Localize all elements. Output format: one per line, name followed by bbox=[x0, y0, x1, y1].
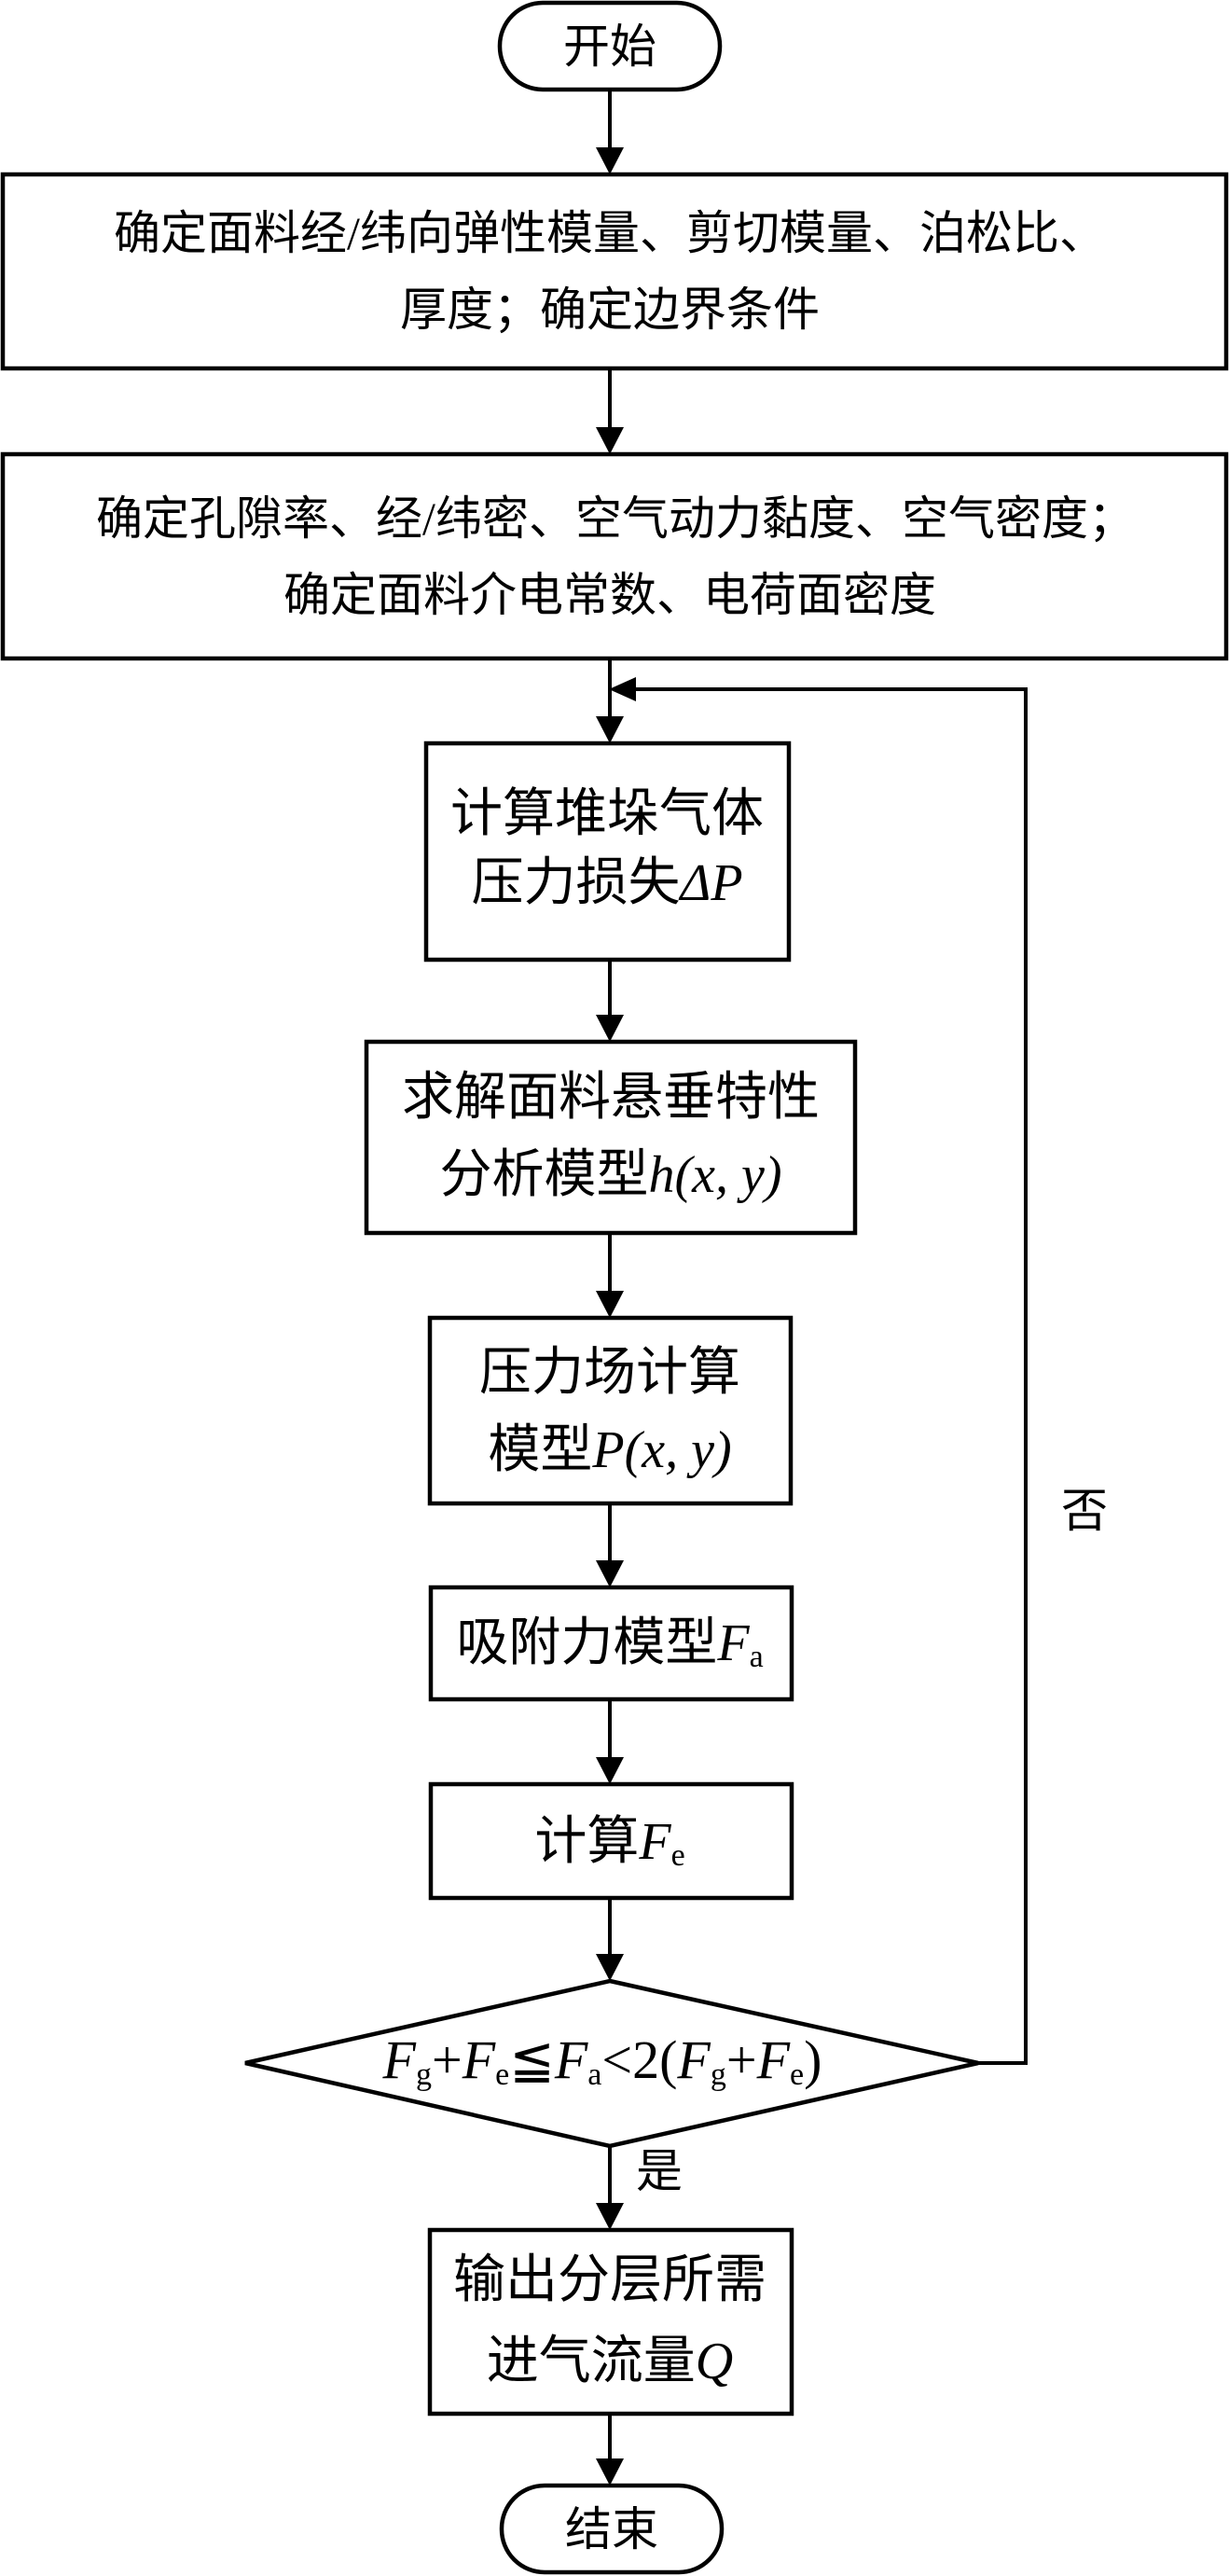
step-2-box: 确定孔隙率、经/纬密、空气动力黏度、空气密度； 确定面料介电常数、电荷面密度 bbox=[0, 451, 1229, 661]
step-5-line-1: 压力场计算 bbox=[479, 1344, 740, 1402]
no-label: 否 bbox=[1061, 1485, 1108, 1537]
step-1-line-2: 厚度；确定边界条件 bbox=[400, 284, 820, 336]
step-3-box: 计算堆垛气体 压力损失ΔP bbox=[423, 741, 792, 963]
step-7-shape bbox=[428, 1781, 794, 1901]
start-label: 开始 bbox=[563, 21, 656, 73]
step-7-math-sub: e bbox=[671, 1838, 685, 1873]
arrow-step3-to-step4 bbox=[596, 960, 624, 1042]
step-8-line-2: 进气流量Q bbox=[487, 2333, 733, 2390]
step-8-shape bbox=[427, 2227, 794, 2417]
step-5-line-2-text: 模型 bbox=[488, 1421, 592, 1479]
no-branch-loop: 否 bbox=[609, 677, 1108, 2065]
step-6-math-sub: a bbox=[750, 1640, 764, 1674]
step-7-label: 计算Fe bbox=[534, 1813, 684, 1873]
cond-sub-g-2: g bbox=[711, 2057, 726, 2092]
yes-label: 是 bbox=[636, 2145, 683, 2197]
arrow-start-to-step1 bbox=[596, 90, 624, 174]
step-1-shape bbox=[0, 172, 1229, 371]
cond-two: 2 bbox=[632, 2029, 659, 2090]
cond-sub-e-1: e bbox=[495, 2057, 509, 2092]
step-7-math-var: F bbox=[638, 1813, 671, 1871]
step-7-text: 计算 bbox=[534, 1813, 639, 1871]
cond-f-4: F bbox=[676, 2029, 711, 2090]
cond-plus-2: + bbox=[726, 2029, 757, 2090]
step-4-line-2: 分析模型h(x, y) bbox=[439, 1146, 781, 1204]
cond-leq: ≦ bbox=[509, 2029, 555, 2090]
arrow-step2-to-step3 bbox=[596, 658, 624, 743]
step-3-line-2: 压力损失ΔP bbox=[471, 854, 742, 912]
step-5-line-2-math: P(x, y) bbox=[591, 1421, 731, 1479]
decision-diamond: Fg+Fe≦Fa<2(Fg+Fe) bbox=[244, 1978, 979, 2149]
cond-f-1: F bbox=[382, 2029, 417, 2090]
arrow-step4-to-step5 bbox=[596, 1233, 624, 1318]
step-8-line-1: 输出分层所需 bbox=[453, 2251, 766, 2309]
step-3-line-2-math: ΔP bbox=[678, 854, 742, 912]
cond-sub-a: a bbox=[587, 2057, 601, 2092]
step-8-line-2-text: 进气流量 bbox=[487, 2333, 696, 2390]
step-3-line-1: 计算堆垛气体 bbox=[450, 785, 764, 843]
cond-plus-1: + bbox=[432, 2029, 463, 2090]
start-terminal: 开始 bbox=[497, 0, 723, 92]
cond-lt: < bbox=[601, 2029, 632, 2090]
end-shape bbox=[499, 2483, 725, 2575]
step-2-shape bbox=[0, 451, 1229, 661]
arrow-step6-to-step7 bbox=[596, 1699, 624, 1784]
step-4-line-2-text: 分析模型 bbox=[439, 1146, 648, 1204]
arrow-step1-to-step2 bbox=[596, 368, 624, 454]
step-2-line-2: 确定面料介电常数、电荷面密度 bbox=[283, 569, 936, 621]
step-4-box: 求解面料悬垂特性 分析模型h(x, y) bbox=[364, 1039, 858, 1236]
cond-sub-e-2: e bbox=[790, 2057, 804, 2092]
step-5-box: 压力场计算 模型P(x, y) bbox=[427, 1315, 794, 1506]
yes-branch: 是 bbox=[596, 2145, 683, 2230]
cond-f-3: F bbox=[554, 2029, 588, 2090]
step-2-line-1: 确定孔隙率、经/纬密、空气动力黏度、空气密度； bbox=[96, 492, 1135, 545]
step-6-text: 吸附力模型 bbox=[456, 1614, 717, 1672]
step-4-line-2-math: h(x, y) bbox=[648, 1146, 781, 1204]
step-8-line-2-math: Q bbox=[696, 2333, 733, 2390]
arrow-step5-to-step6 bbox=[596, 1503, 624, 1587]
step-1-box: 确定面料经/纬向弹性模量、剪切模量、泊松比、 厚度；确定边界条件 bbox=[0, 172, 1229, 371]
end-terminal: 结束 bbox=[499, 2483, 725, 2575]
end-label: 结束 bbox=[565, 2503, 658, 2555]
step-6-box: 吸附力模型Fa bbox=[428, 1585, 794, 1702]
cond-sub-g-1: g bbox=[416, 2057, 432, 2092]
step-5-line-2: 模型P(x, y) bbox=[488, 1421, 731, 1479]
cond-f-5: F bbox=[756, 2029, 791, 2090]
decision-condition: Fg+Fe≦Fa<2(Fg+Fe) bbox=[382, 2029, 822, 2092]
step-1-line-1: 确定面料经/纬向弹性模量、剪切模量、泊松比、 bbox=[114, 207, 1106, 259]
step-6-math-var: F bbox=[716, 1614, 750, 1672]
step-7-box: 计算Fe bbox=[428, 1781, 794, 1901]
step-4-line-1: 求解面料悬垂特性 bbox=[402, 1069, 820, 1127]
cond-f-2: F bbox=[462, 2029, 496, 2090]
step-6-label: 吸附力模型Fa bbox=[456, 1614, 763, 1674]
arrow-step8-to-end bbox=[596, 2414, 624, 2486]
cond-rparen: ) bbox=[804, 2029, 822, 2090]
arrow-step7-to-decision bbox=[596, 1898, 624, 1981]
step-8-box: 输出分层所需 进气流量Q bbox=[427, 2227, 794, 2417]
step-3-line-2-text: 压力损失 bbox=[471, 854, 680, 912]
cond-lparen: ( bbox=[659, 2029, 677, 2090]
step-3-shape bbox=[423, 741, 792, 963]
